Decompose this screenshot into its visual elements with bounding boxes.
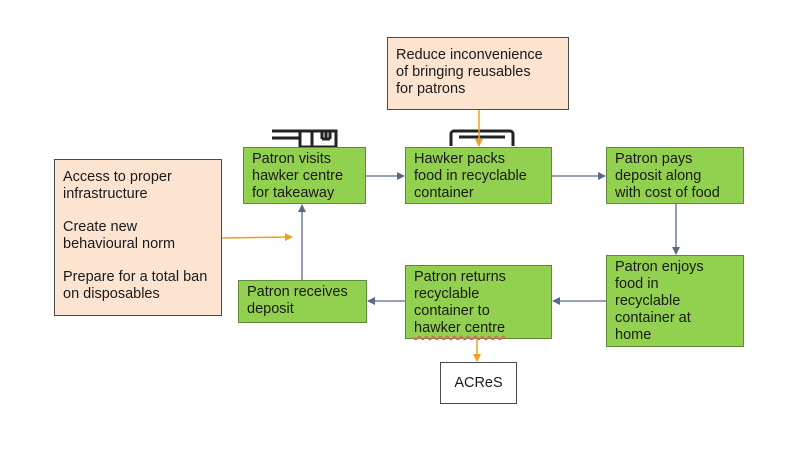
step-pays-box: Patron pays deposit along with cost of f…: [606, 147, 744, 204]
acres-box: ACReS: [440, 362, 517, 404]
step-returns-line: hawker centre: [414, 320, 506, 336]
step-enjoys-line: recyclable: [615, 293, 681, 309]
step-packs-line: Hawker packs: [414, 151, 506, 167]
step-receives-box: Patron receives deposit: [238, 280, 367, 323]
step-returns-line: Patron returns: [414, 269, 506, 285]
step-enjoys-line: food in: [615, 276, 659, 292]
reduce-note-line: Reduce inconvenience: [396, 47, 543, 63]
enabler-item: Access to proper infrastructure: [63, 169, 172, 202]
enabler-item: Create new behavioural norm: [63, 219, 176, 252]
step-receives-line: Patron receives: [247, 284, 348, 300]
acres-label: ACReS: [454, 374, 503, 391]
step-pays-line: deposit along: [615, 168, 702, 184]
step-receives-line: deposit: [247, 301, 294, 317]
arrow-enablers-to-cycle: [221, 233, 293, 242]
step-packs-line: container: [414, 185, 474, 201]
enablers-note: Access to proper infrastructure Create n…: [54, 159, 222, 316]
step-returns-box: Patron returns recyclable container to h…: [405, 265, 552, 339]
container-icon: [449, 129, 515, 146]
step-pays-line: with cost of food: [615, 185, 720, 201]
reduce-note-line: for patrons: [396, 81, 466, 97]
step-enjoys-box: Patron enjoys food in recyclable contain…: [606, 255, 744, 347]
reduce-inconvenience-note: Reduce inconvenience of bringing reusabl…: [387, 37, 569, 110]
step-visit-line: Patron visits: [252, 151, 331, 167]
step-pays-line: Patron pays: [615, 151, 693, 167]
step-returns-line: recyclable: [414, 286, 480, 302]
step-packs-box: Hawker packs food in recyclable containe…: [405, 147, 552, 204]
enabler-item: Prepare for a total ban on disposables: [63, 269, 208, 302]
step-visit-line: for takeaway: [252, 185, 335, 201]
step-packs-line: food in recyclable: [414, 168, 527, 184]
step-visit-box: Patron visits hawker centre for takeaway: [243, 147, 366, 204]
step-enjoys-line: home: [615, 327, 652, 343]
step-enjoys-line: container at: [615, 310, 691, 326]
reduce-note-line: of bringing reusables: [396, 64, 531, 80]
step-enjoys-line: Patron enjoys: [615, 259, 704, 275]
step-visit-line: hawker centre: [252, 168, 344, 184]
step-returns-line: container to: [414, 303, 490, 319]
